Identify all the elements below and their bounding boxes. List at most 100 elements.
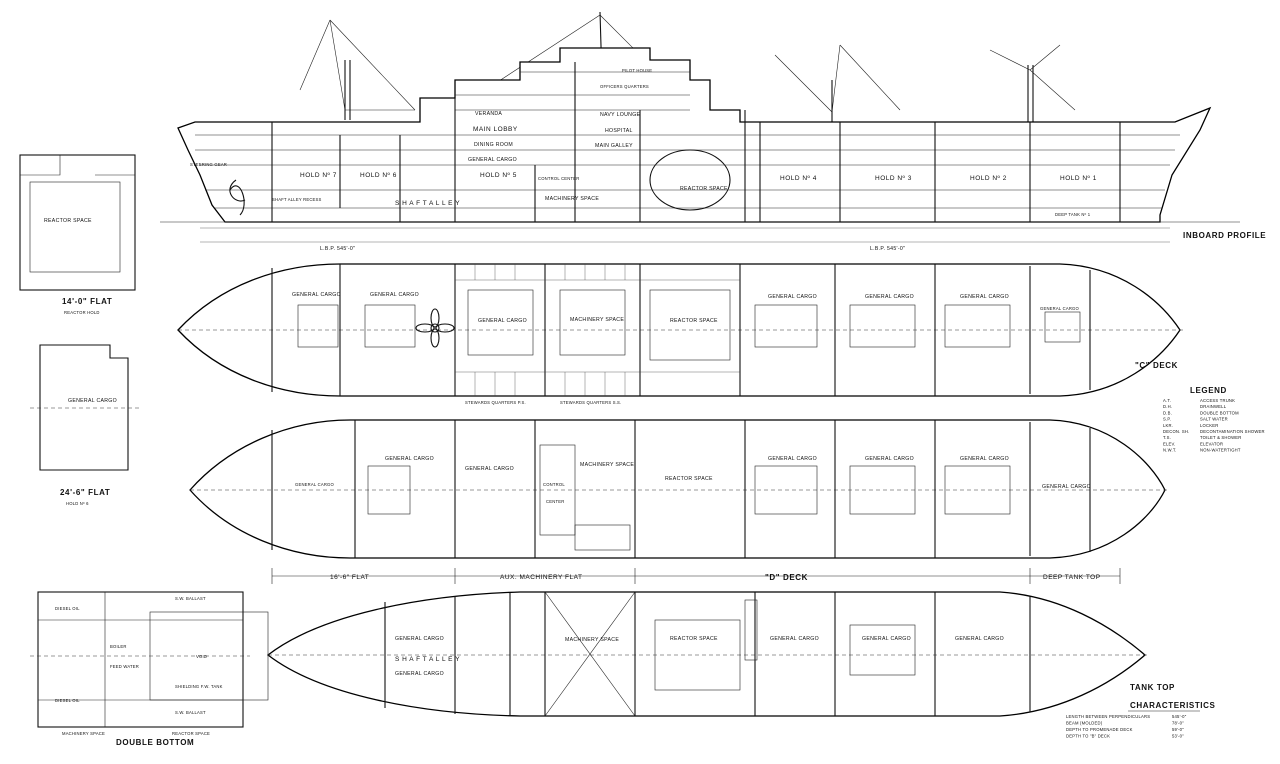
c-deck-title: "C" DECK (1135, 361, 1178, 370)
general-cargo-profile-label: GENERAL CARGO (468, 157, 517, 163)
steering-gear-label: STEERING GEAR (190, 162, 227, 167)
inboard-profile-title: INBOARD PROFILE (1183, 231, 1266, 240)
tt-cargo-1: GENERAL CARGO (395, 636, 444, 642)
tank-top-title: TANK TOP (1130, 683, 1175, 692)
hold-2-label: HOLD Nº 2 (970, 175, 1007, 182)
dining-room-label: DINING ROOM (474, 142, 513, 148)
c-deck-machinery: MACHINERY SPACE (570, 317, 624, 323)
tt-cargo-4: GENERAL CARGO (862, 636, 911, 642)
c-deck-hatches (297, 289, 1081, 361)
hold-3-label: HOLD Nº 3 (875, 175, 912, 182)
legend-code: LKR. (1163, 423, 1173, 428)
c-deck-bulkheads (271, 264, 1091, 396)
db-diesel-oil-1: DIESEL OIL (55, 606, 80, 611)
db-sw-ballast-2: S.W. BALLAST (175, 710, 206, 715)
tank-top-bulkheads (384, 592, 1031, 716)
characteristics-title: CHARACTERISTICS (1130, 701, 1216, 710)
legend-description: TOILET & SHOWER (1200, 435, 1241, 440)
legend-code: DECON. SH. (1163, 429, 1189, 434)
characteristic-value: 53'-0" (1172, 734, 1184, 739)
aux-machinery-flat-label: AUX. MACHINERY FLAT (500, 574, 582, 581)
tt-cargo-5: GENERAL CARGO (955, 636, 1004, 642)
c-deck-cargo-1: GENERAL CARGO (292, 292, 341, 298)
d-deck-plan: GENERAL CARGO GENERAL CARGO GENERAL CARG… (189, 419, 1170, 584)
flat-14-subtitle: REACTOR HOLD (64, 310, 100, 315)
hospital-label: HOSPITAL (605, 128, 633, 134)
d-deck-cargo-2: GENERAL CARGO (385, 456, 434, 462)
d-deck-reactor: REACTOR SPACE (665, 476, 713, 482)
hold-4-label: HOLD Nº 4 (780, 175, 817, 182)
profile-bulkheads (271, 62, 1121, 222)
flat-24-title: 24'-6" FLAT (60, 488, 110, 497)
machinery-space-profile-label: MACHINERY SPACE (545, 196, 599, 202)
d-deck-title: "D" DECK (765, 573, 808, 582)
reactor-space-profile-label: REACTOR SPACE (680, 186, 728, 192)
legend-code: ELEV. (1163, 441, 1176, 446)
officers-quarters-label: OFFICERS QUARTERS (600, 84, 649, 89)
stewards-ss-label: STEWARDS QUARTERS S.S. (560, 400, 621, 405)
db-reactor: REACTOR SPACE (172, 731, 210, 736)
legend-code: N.W.T. (1163, 448, 1177, 453)
legend-code: T.S. (1163, 435, 1171, 440)
shaft-alley-profile-label: S H A F T A L L E Y (395, 200, 460, 207)
d-deck-cargo-7: GENERAL CARGO (1042, 484, 1091, 490)
characteristic-name: DEPTH TO "B" DECK (1066, 734, 1110, 739)
hold-6-label: HOLD Nº 6 (360, 172, 397, 179)
d-deck-dimension-line (271, 568, 1121, 584)
main-galley-label: MAIN GALLEY (595, 143, 633, 149)
d-deck-machinery: MACHINERY SPACE (580, 462, 634, 468)
characteristic-name: BEAM (MOLDED) (1066, 721, 1103, 726)
db-void: VOID (196, 654, 207, 659)
c-deck-reactor-space: REACTOR SPACE (670, 318, 718, 324)
c-deck-cargo-6: GENERAL CARGO (960, 294, 1009, 300)
tank-top-plan: GENERAL CARGO GENERAL CARGO S H A F T A … (266, 591, 1175, 717)
legend-rows: A.T.ACCESS TRUNKD.H.DRAINWELLD.B.DOUBLE … (1163, 398, 1265, 453)
d-deck-cargo-4: GENERAL CARGO (768, 456, 817, 462)
shaft-alley-recess-label: SHAFT ALLEY RECESS (272, 197, 322, 202)
legend-description: NON-WATERTIGHT (1200, 448, 1241, 453)
c-deck-cargo-5: GENERAL CARGO (865, 294, 914, 300)
veranda-label: VERANDA (475, 111, 502, 117)
db-diesel-oil-2: DIESEL OIL (55, 698, 80, 703)
main-lobby-label: MAIN LOBBY (473, 126, 518, 133)
db-sw-ballast-1: S.W. BALLAST (175, 596, 206, 601)
c-deck-cargo-4: GENERAL CARGO (768, 294, 817, 300)
legend-description: DRAINWELL (1200, 404, 1227, 409)
d-deck-hatches (367, 444, 1011, 551)
flat-24-subtitle: HOLD Nº 6 (66, 501, 89, 506)
tt-reactor: REACTOR SPACE (670, 636, 718, 642)
lbp-left-label: L.B.P. 545'-0" (320, 246, 355, 252)
c-deck-plan: GENERAL CARGO GENERAL CARGO GENERAL CARG… (177, 263, 1185, 405)
c-deck-cargo-7: GENERAL CARGO (1040, 306, 1080, 311)
characteristic-value: 59'-0" (1172, 727, 1184, 732)
legend-description: SALT WATER (1200, 417, 1228, 422)
flat-16-6-label: 16'-6" FLAT (330, 574, 369, 581)
legend-code: S.P. (1163, 417, 1171, 422)
legend-description: LOCKER (1200, 423, 1218, 428)
tt-cargo-3: GENERAL CARGO (770, 636, 819, 642)
flat-24-cargo-label: GENERAL CARGO (68, 398, 117, 404)
stewards-ps-label: STEWARDS QUARTERS P.S. (465, 400, 526, 405)
db-boiler: BOILER (110, 644, 127, 649)
legend-code: D.H. (1163, 404, 1172, 409)
db-shielding: SHIELDING F.W. TANK (175, 684, 223, 689)
legend-description: ACCESS TRUNK (1200, 398, 1235, 403)
flat-14-title: 14'-0" FLAT (62, 297, 112, 306)
characteristic-name: DEPTH TO PROMENADE DECK (1066, 727, 1133, 732)
d-deck-center: CENTER (546, 499, 564, 504)
hold-1-label: HOLD Nº 1 (1060, 175, 1097, 182)
d-deck-hull (189, 419, 1166, 559)
tt-shaft-alley: S H A F T A L L E Y (395, 656, 460, 663)
legend-description: DOUBLE BOTTOM (1200, 410, 1239, 415)
double-bottom-title: DOUBLE BOTTOM (116, 738, 194, 747)
flat-14-reactor-label: REACTOR SPACE (44, 218, 92, 224)
lbp-label: L.B.P. 545'-0" (870, 246, 905, 252)
d-deck-cargo-3: GENERAL CARGO (465, 466, 514, 472)
d-deck-cargo-5: GENERAL CARGO (865, 456, 914, 462)
legend: LEGEND A.T.ACCESS TRUNKD.H.DRAINWELLD.B.… (1163, 386, 1265, 453)
c-deck-cabins (455, 264, 740, 396)
characteristic-value: 78'-0" (1172, 721, 1184, 726)
tt-cargo-2: GENERAL CARGO (395, 671, 444, 677)
propeller-symbol (415, 308, 455, 348)
